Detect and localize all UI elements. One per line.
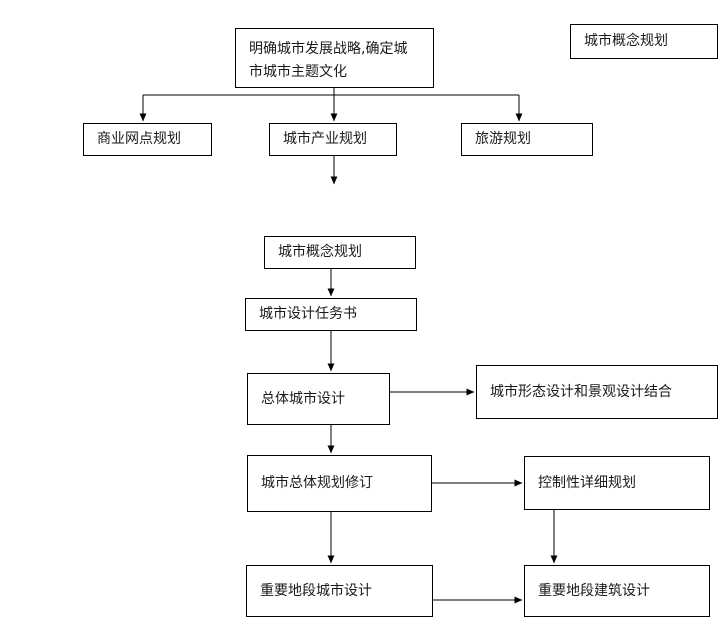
node-regulatory-detailed-plan[interactable]: 控制性详细规划 bbox=[524, 456, 710, 510]
node-tourism[interactable]: 旅游规划 bbox=[461, 123, 593, 156]
node-morphology-landscape[interactable]: 城市形态设计和景观设计结合 bbox=[476, 365, 718, 419]
node-master-plan-revision[interactable]: 城市总体规划修订 bbox=[247, 455, 432, 512]
node-label: 城市形态设计和景观设计结合 bbox=[490, 383, 672, 400]
node-label: 城市产业规划 bbox=[283, 131, 367, 147]
node-concept-plan-top[interactable]: 城市概念规划 bbox=[570, 24, 718, 59]
node-label: 商业网点规划 bbox=[97, 131, 181, 147]
node-label: 总体城市设计 bbox=[261, 390, 345, 407]
node-label: 重要地段城市设计 bbox=[260, 582, 372, 599]
node-label: 重要地段建筑设计 bbox=[538, 582, 650, 599]
node-label: 城市概念规划 bbox=[584, 33, 668, 49]
node-key-area-building-design[interactable]: 重要地段建筑设计 bbox=[524, 565, 710, 617]
node-overall-urban-design[interactable]: 总体城市设计 bbox=[247, 373, 390, 425]
node-label: 控制性详细规划 bbox=[538, 474, 636, 491]
node-label: 城市概念规划 bbox=[278, 244, 362, 260]
node-label: 城市设计任务书 bbox=[259, 306, 357, 322]
node-label: 旅游规划 bbox=[475, 131, 531, 147]
node-city-industry[interactable]: 城市产业规划 bbox=[269, 123, 397, 156]
node-commercial-network[interactable]: 商业网点规划 bbox=[83, 123, 212, 156]
node-concept-plan-main[interactable]: 城市概念规划 bbox=[264, 236, 416, 269]
node-strategy[interactable]: 明确城市发展战略,确定城 市城市主题文化 bbox=[235, 28, 434, 88]
node-design-brief[interactable]: 城市设计任务书 bbox=[245, 298, 417, 331]
node-label: 城市总体规划修订 bbox=[261, 475, 373, 491]
node-label: 明确城市发展战略,确定城 市城市主题文化 bbox=[249, 41, 408, 80]
node-key-area-urban-design[interactable]: 重要地段城市设计 bbox=[246, 565, 433, 617]
